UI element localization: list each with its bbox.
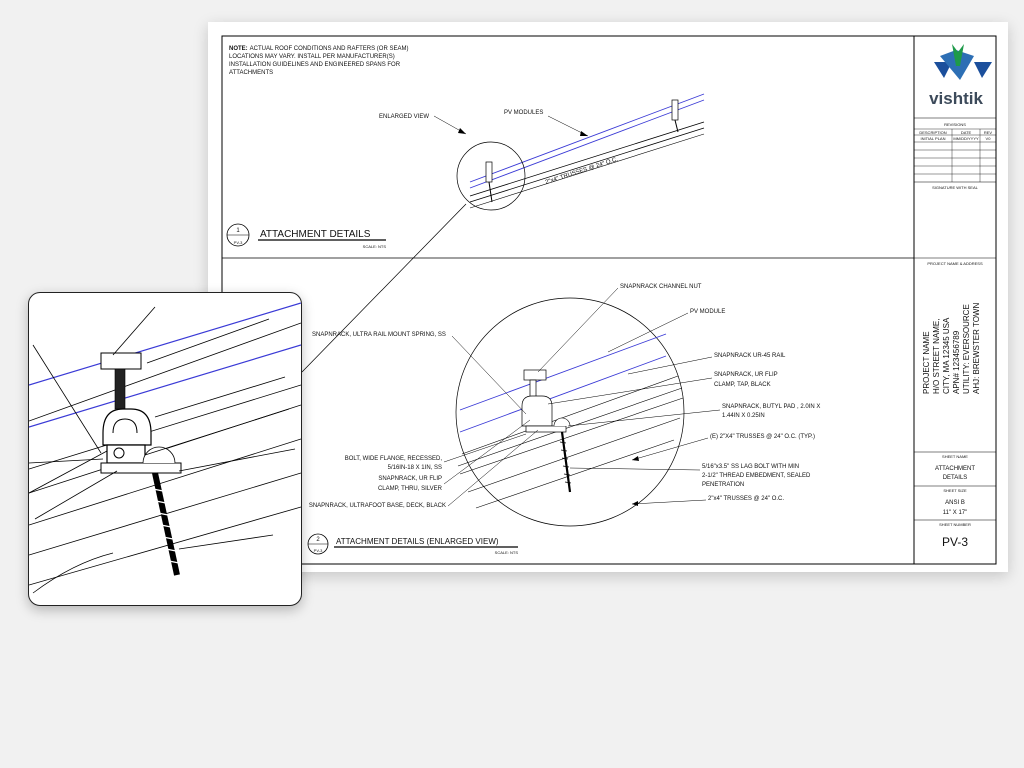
label-pv-module: PV MODULE [690,309,725,315]
drawing-frame [221,35,997,565]
label-flip-tap-1: SNAPNRACK, UR FLIP [714,372,778,378]
project-line-3: CITY, MA 12345 USA [942,317,951,394]
label-channel-nut: SNAPNRACK CHANNEL NUT [620,284,702,290]
note-line-3: INSTALLATION GUIDELINES AND ENGINEERED S… [229,62,401,68]
label-ultrafoot: SNAPNRACK, ULTRAFOOT BASE, DECK, BLACK [309,503,446,509]
label-flip-thru-1: SNAPNRACK, UR FLIP [378,476,442,482]
label-butyl-2: 1.44IN X 0.25IN [722,413,765,419]
rev-head-rev: REV [984,130,993,135]
project-line-5: UTILITY: EVERSOURCE [962,304,971,394]
sheet-number-label: SHEET NUMBER [939,522,971,527]
detail-1-drawing [456,93,705,211]
project-line-4: APN# 123456789 [952,330,961,394]
vishtik-logo: vishtik [929,44,992,108]
detail-1-sheet-ref: PV-3 [234,240,243,245]
label-trusses-typ: (E) 2"X4" TRUSSES @ 24" O.C. (TYP.) [710,434,815,440]
rev-head-desc: DESCRIPTION [919,130,946,135]
project-header: PROJECT NAME & ADDRESS [927,261,983,266]
rev-row-rev: V0 [986,136,992,141]
sheet-size-label: SHEET SIZE [943,488,967,493]
label-flip-tap-2: CLAMP, TAP, BLACK [714,382,771,388]
zoom-inset-svg [29,302,301,594]
label-lag-3: PENETRATION [702,482,744,488]
detail-2-number: 2 [316,537,320,543]
detail-2-sheet-ref: PV-3 [314,548,323,553]
rev-head-date: DATE [961,130,972,135]
sheet-number: PV-3 [942,535,968,549]
rev-row-date: MM/DD/YYYY [953,136,979,141]
sheet-size-1: ANSI B [945,500,965,506]
inset-drawing [29,302,301,594]
label-flip-thru-2: CLAMP, THRU, SILVER [378,486,443,492]
label-mount-spring: SNAPNRACK, ULTRA RAIL MOUNT SPRING, SS [312,332,446,338]
label-bolt-2: 5/16IN-18 X 1IN, SS [388,465,442,471]
detail-1-scale: SCALE: NTS [363,244,387,249]
label-pv-modules: PV MODULES [504,110,543,116]
label-lag-2: 2-1/2" THREAD EMBEDMENT, SEALED [702,473,811,479]
label-lag-1: 5/16"x3.5" SS LAG BOLT WITH MIN [702,464,799,470]
label-trusses-2: 2"x4" TRUSSES @ 24" O.C. [708,496,784,502]
detail-1-number: 1 [236,228,240,234]
sheet-name-2: DETAILS [943,475,968,481]
project-line-6: AHJ: BREWSTER TOWN [972,303,981,394]
drawing-sheet: NOTE:ACTUAL ROOF CONDITIONS AND RAFTERS … [208,22,1008,572]
detail-2-scale: SCALE: NTS [495,550,519,555]
project-line-2: H/O STREET NAME, [932,319,941,394]
detail-2-title: ATTACHMENT DETAILS (ENLARGED VIEW) [336,537,499,546]
detail-1-title: ATTACHMENT DETAILS [260,229,371,240]
zoom-inset [28,292,302,606]
label-ur45-rail: SNAPNRACK UR-45 RAIL [714,353,786,359]
note-line-2: LOCATIONS MAY VARY. INSTALL PER MANUFACT… [229,54,395,60]
drawing-svg: NOTE:ACTUAL ROOF CONDITIONS AND RAFTERS … [221,35,997,565]
project-line-1: PROJECT NAME [922,331,931,394]
enlarge-leader [301,203,467,373]
label-enlarged-view: ENLARGED VIEW [379,114,429,120]
logo-text: vishtik [929,89,983,108]
sheet-name-label: SHEET NAME [942,454,968,459]
rev-row-desc: INITIAL PLAN [921,136,946,141]
note-line-4: ATTACHMENTS [229,70,273,76]
detail-2-drawing [455,297,685,527]
label-butyl-1: SNAPNRACK, BUTYL PAD , 2.0IN X [722,404,820,410]
sheet-size-2: 11" X 17" [943,510,968,516]
label-bolt-1: BOLT, WIDE FLANGE, RECESSED, [345,456,443,462]
signature-label: SIGNATURE WITH SEAL [932,185,978,190]
sheet-name-1: ATTACHMENT [935,466,975,472]
title-block: vishtik REVISIONS DESCRIPTION DATE REV I… [914,44,996,549]
note-text: NOTE:ACTUAL ROOF CONDITIONS AND RAFTERS … [229,46,408,52]
revisions-title: REVISIONS [944,122,966,127]
